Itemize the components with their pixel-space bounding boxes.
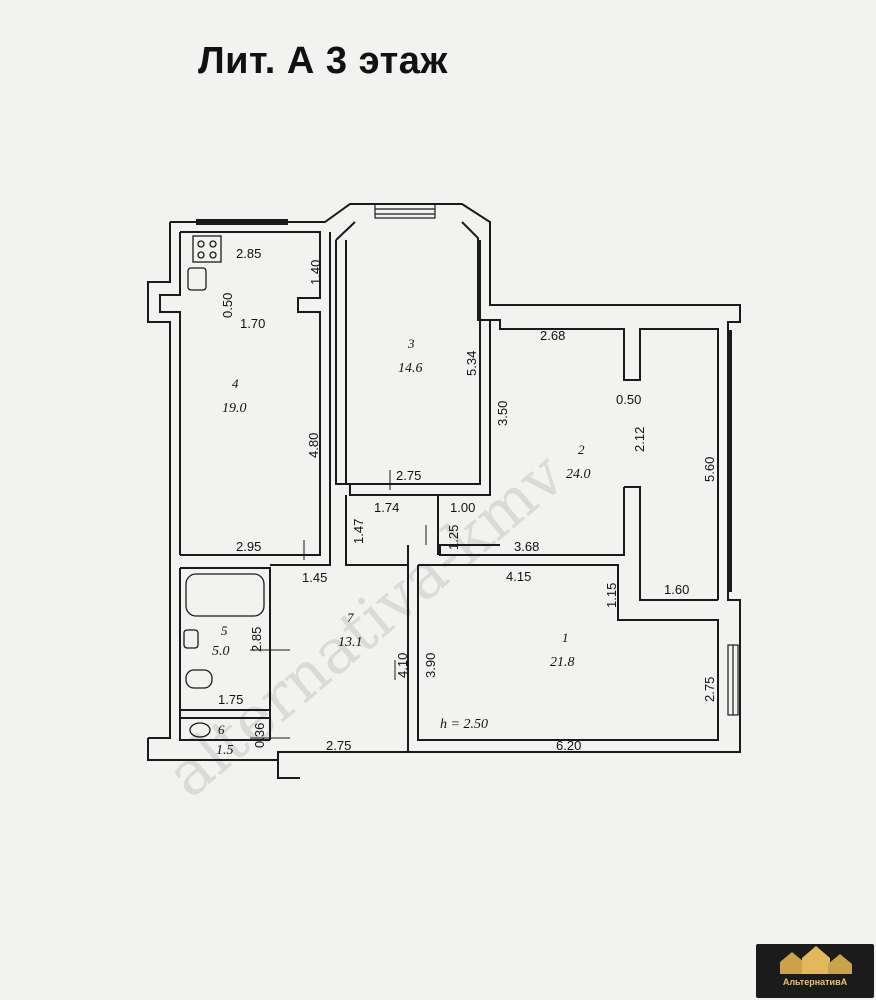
dim-1-00: 1.00 bbox=[450, 500, 475, 515]
dimension-labels: 2.85 1.70 2.95 1.45 2.75 1.74 1.00 2.68 … bbox=[218, 246, 689, 753]
ceiling-height: h = 2.50 bbox=[440, 717, 488, 732]
room2-wall bbox=[439, 319, 719, 601]
dim-1-15: 1.15 bbox=[604, 583, 619, 608]
dim-1-45: 1.45 bbox=[302, 570, 327, 585]
dim-3-90: 3.90 bbox=[423, 653, 438, 678]
toilet-small-icon bbox=[189, 722, 211, 738]
room-1-area: 21.8 bbox=[550, 655, 575, 670]
dim-1-74: 1.74 bbox=[374, 500, 399, 515]
dim-1-25: 1.25 bbox=[446, 525, 461, 550]
stove-icon bbox=[192, 235, 222, 263]
dim-1-47: 1.47 bbox=[351, 519, 366, 544]
door-marks bbox=[250, 470, 427, 739]
room-7-number: 7 bbox=[347, 610, 354, 625]
plan-title: Лит. А 3 этаж bbox=[198, 40, 448, 82]
sink-icon bbox=[187, 267, 207, 291]
room-5-area: 5.0 bbox=[212, 644, 230, 659]
window-marks bbox=[196, 219, 732, 592]
dimension-labels-vertical: 1.40 0.50 4.80 1.47 5.34 3.50 2.12 5.60 … bbox=[220, 260, 717, 748]
washbasin-icon bbox=[183, 629, 199, 649]
dim-2-85-bath: 2.85 bbox=[249, 627, 264, 652]
dim-2-12: 2.12 bbox=[632, 427, 647, 452]
dim-2-85-top: 2.85 bbox=[236, 246, 261, 261]
dim-2-75-bottom: 2.75 bbox=[326, 738, 351, 753]
room-7-area: 13.1 bbox=[338, 635, 363, 650]
dim-2-75-right: 2.75 bbox=[702, 677, 717, 702]
bathtub-icon bbox=[185, 573, 265, 617]
dim-0-50-left: 0.50 bbox=[220, 293, 235, 318]
window-frames bbox=[374, 203, 739, 716]
dim-1-70: 1.70 bbox=[240, 316, 265, 331]
dim-5-60: 5.60 bbox=[702, 457, 717, 482]
dim-1-60: 1.60 bbox=[664, 582, 689, 597]
dim-0-50-right: 0.50 bbox=[616, 392, 641, 407]
dim-1-75: 1.75 bbox=[218, 692, 243, 707]
room-4-number: 4 bbox=[232, 376, 239, 391]
room-2-area: 24.0 bbox=[566, 467, 591, 482]
dim-4-15: 4.15 bbox=[506, 569, 531, 584]
logo-houses-icon bbox=[780, 946, 852, 974]
walls bbox=[147, 203, 741, 779]
room-labels: 3 14.6 4 19.0 2 24.0 7 13.1 5 5.0 1 21.8… bbox=[212, 336, 591, 758]
room-4-area: 19.0 bbox=[222, 401, 247, 416]
dim-4-10: 4.10 bbox=[395, 653, 410, 678]
fixtures bbox=[183, 235, 265, 738]
dim-5-34: 5.34 bbox=[464, 351, 479, 376]
hall-wall bbox=[270, 495, 439, 566]
company-logo: АльтернативА bbox=[756, 944, 874, 998]
room-3-area: 14.6 bbox=[398, 361, 423, 376]
logo-text: АльтернативА bbox=[782, 977, 848, 987]
room-2-number: 2 bbox=[578, 442, 585, 457]
room-5-number: 5 bbox=[221, 623, 228, 638]
room1-wall bbox=[407, 564, 719, 752]
room-1-number: 1 bbox=[562, 630, 569, 645]
dim-2-75-mid: 2.75 bbox=[396, 468, 421, 483]
dim-0-36: 0.36 bbox=[252, 723, 267, 748]
room4-wall bbox=[180, 231, 321, 556]
dim-3-68: 3.68 bbox=[514, 539, 539, 554]
room-3-number: 3 bbox=[407, 336, 415, 351]
dim-3-50: 3.50 bbox=[495, 401, 510, 426]
room-6-area: 1.5 bbox=[216, 743, 234, 758]
toilet-icon bbox=[185, 669, 213, 689]
room3-wall bbox=[335, 221, 491, 496]
dim-2-95: 2.95 bbox=[236, 539, 261, 554]
outer-wall-inner bbox=[159, 232, 279, 760]
dim-1-40: 1.40 bbox=[308, 260, 323, 285]
dim-2-68: 2.68 bbox=[540, 328, 565, 343]
bathroom-wall bbox=[180, 567, 271, 740]
dim-4-80: 4.80 bbox=[306, 433, 321, 458]
dim-6-20: 6.20 bbox=[556, 738, 581, 753]
room-6-number: 6 bbox=[218, 722, 225, 737]
